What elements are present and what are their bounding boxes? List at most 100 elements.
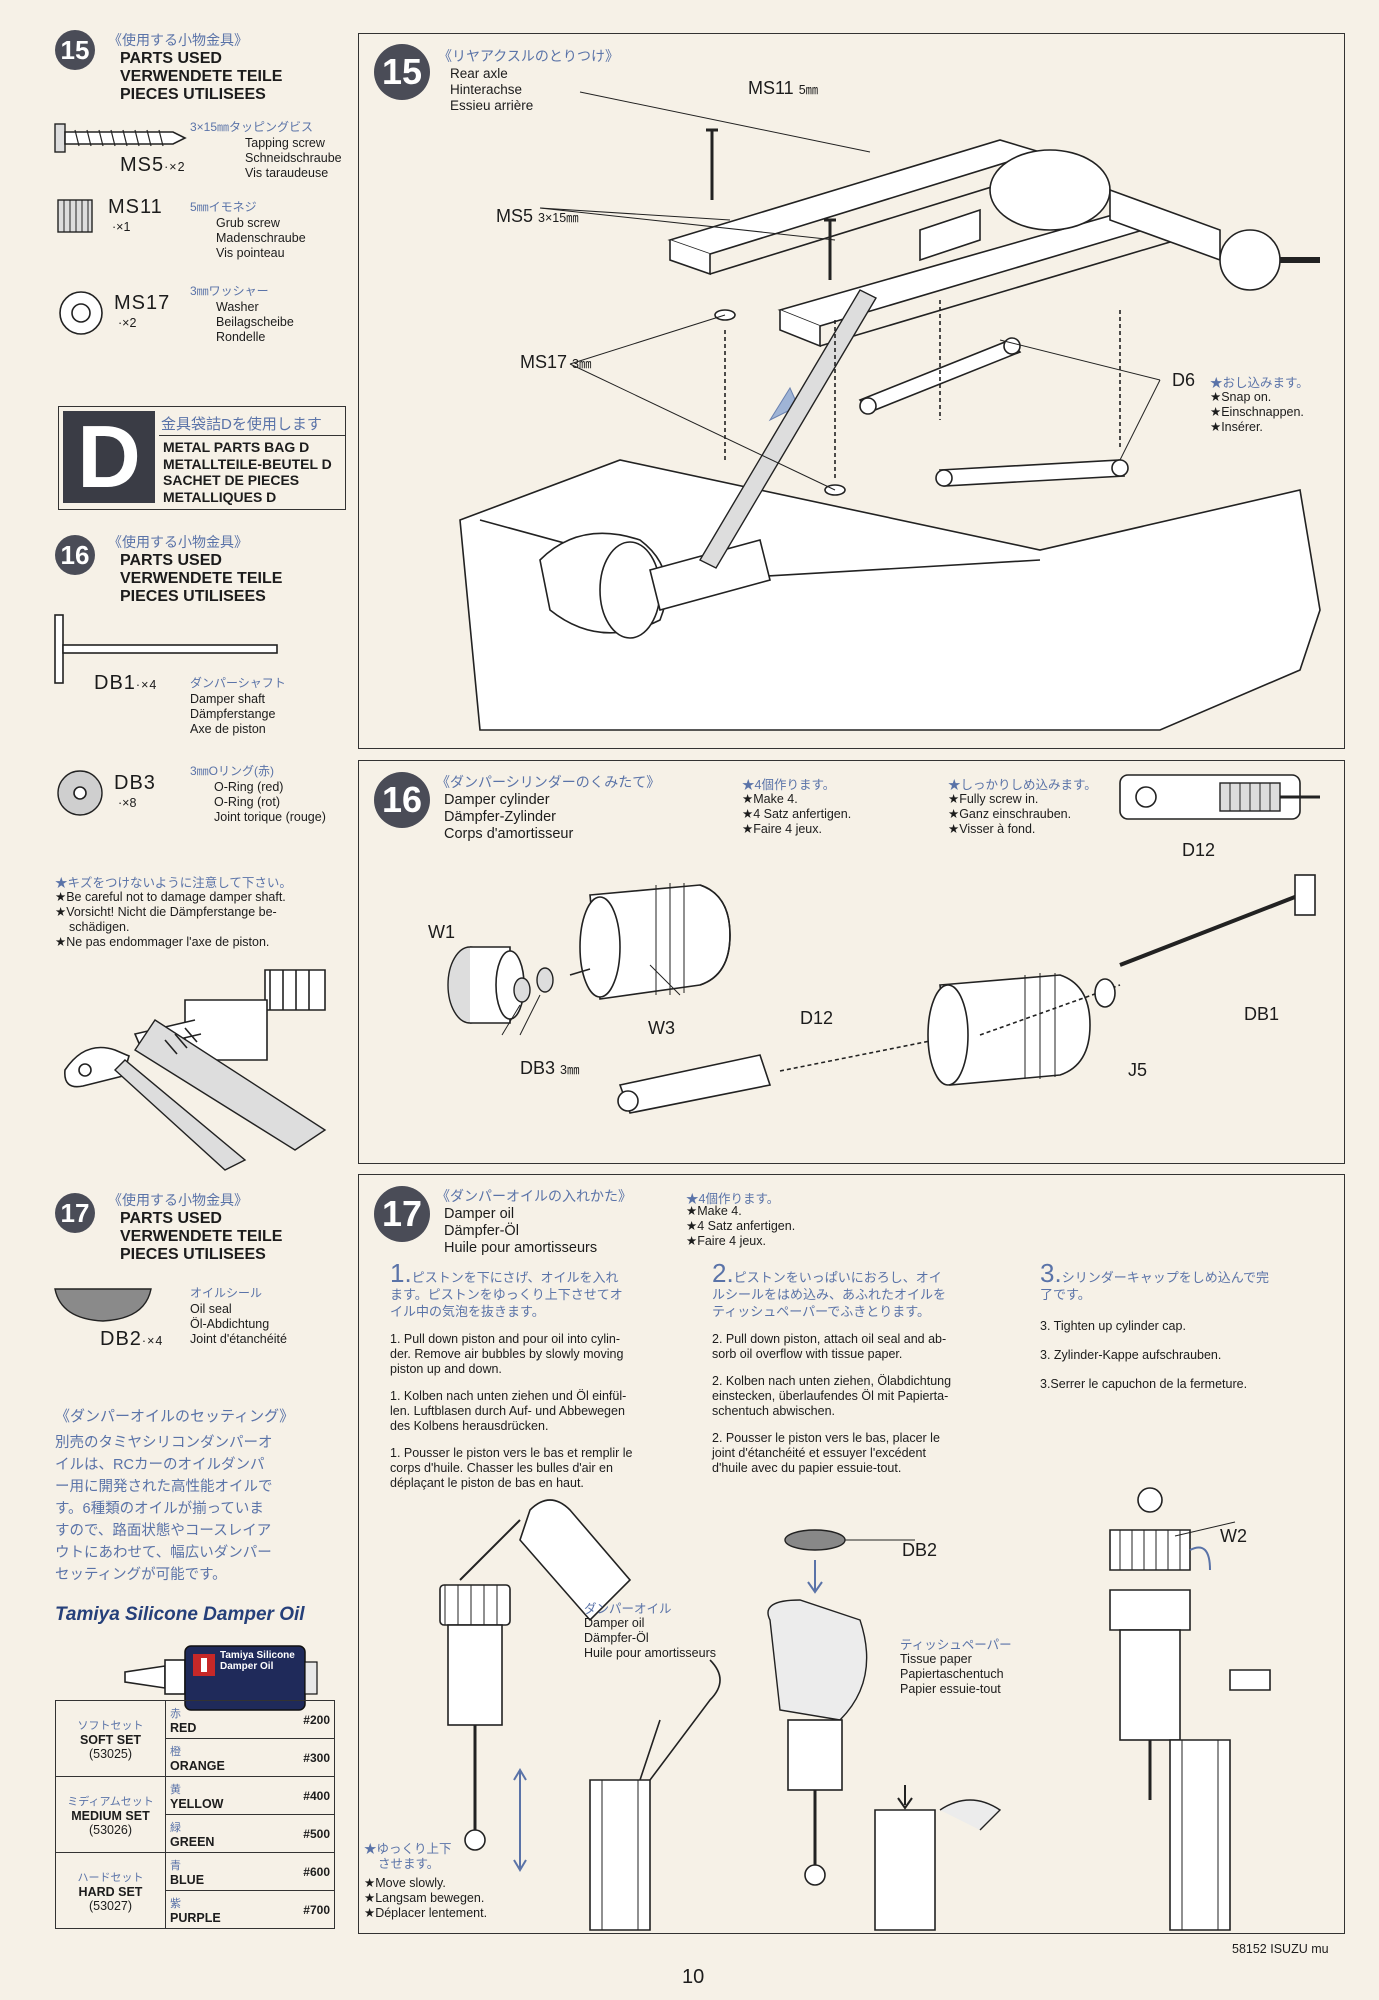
screw-ms5-icon [54, 123, 187, 153]
step-16-panel-badge: 16 [374, 772, 430, 828]
page-number: 10 [682, 1966, 705, 1988]
step-15-badge: 15 [55, 30, 95, 70]
ms11-size-jp: 5㎜イモネジ [190, 200, 257, 214]
db2-code: DB2·×4 [100, 1328, 164, 1350]
brand-logo: Tamiya Silicone Damper Oil [55, 1604, 305, 1625]
rear-axle-illustration [459, 91, 1321, 731]
snap-on-jp: ★おし込みます。 [1210, 376, 1309, 390]
w2-callout: W2 [1220, 1526, 1247, 1546]
w3-callout: W3 [648, 1018, 675, 1038]
shaft-note-jp: ★キズをつけないように注意して下さい。 [55, 876, 292, 890]
bottle-label: Tamiya Silicone Damper Oil [220, 1650, 295, 1672]
ms17-qty: ·×2 [118, 316, 137, 330]
ms11-qty: ·×1 [112, 220, 131, 234]
step-16-panel [358, 760, 1345, 1164]
w1-callout: W1 [428, 922, 455, 942]
db3-qty: ·×8 [118, 796, 137, 810]
oil-step-2: 2.ピストンをいっぱいにおろし、オイルシールをはめ込み、あふれたオイルをティッシ… [712, 1258, 952, 1475]
oil-setting-text: 別売のタミヤシリコンダンパーオイルは、RCカーのオイルダンパー用に開発された高性… [55, 1435, 273, 1583]
oil-viscosity-cell: #500 [245, 1814, 335, 1853]
step-15-panel [358, 33, 1345, 749]
damper-shaft-db1-icon [54, 614, 278, 684]
o-ring-db3-icon [57, 770, 103, 816]
db1-jp: ダンパーシャフト [190, 676, 286, 690]
ms5-callout: MS5 3×15㎜ [496, 206, 579, 226]
screw-in-jp: ★しっかりしめ込みます。 [948, 778, 1097, 792]
washer-ms17-icon [59, 291, 103, 335]
make4-jp: ★4個作ります。 [742, 778, 836, 792]
oil-viscosity-cell: #600 [245, 1852, 335, 1891]
db3-code: DB3 [114, 772, 156, 794]
db2-jp: オイルシール [190, 1286, 263, 1300]
db1-code: DB1·×4 [94, 672, 158, 694]
db3-callout: DB3 3㎜ [520, 1058, 580, 1078]
parts-used-16-jp: 《使用する小物金具》 [108, 534, 248, 550]
oil-viscosity-cell: #300 [245, 1738, 335, 1777]
oil-step-1: 1.ピストンを下にさげ、オイルを入れます。ピストンをゆっくり上下させてオイル中の… [390, 1258, 633, 1490]
step-15-panel-badge: 15 [374, 44, 430, 100]
ms5-size-jp: 3×15㎜タッピングビス [190, 120, 314, 134]
step-17-panel [358, 1174, 1345, 1934]
step-16-badge: 16 [55, 535, 95, 575]
ms17-size-jp: 3㎜ワッシャー [190, 284, 269, 298]
oil-viscosity-cell: #200 [245, 1700, 335, 1739]
j5-callout: J5 [1128, 1060, 1148, 1080]
oil-viscosity-cell: #700 [245, 1890, 335, 1929]
ms5-code: MS5·×2 [120, 154, 186, 176]
tissue-jp: ティッシュペーパー [900, 1638, 1012, 1652]
db1-callout: DB1 [1244, 1004, 1280, 1024]
ms11-code: MS11 [108, 196, 163, 218]
move-slowly-note: ★Move slowly.★Langsam bewegen.★Déplacer … [364, 1876, 488, 1920]
oil-bottle-illustration [124, 1645, 318, 1711]
move-slowly-jp: ★ゆっくり上下させます。 [364, 1842, 452, 1871]
oil-setting-title: 《ダンパーオイルのセッティング》 [55, 1408, 295, 1425]
bag-letter: D [63, 411, 155, 503]
snap-on-note: ★Snap on.★Einschnappen.★Insérer. [1210, 390, 1304, 434]
rear-axle-title-jp: 《リヤアクスルのとりつけ》 [438, 48, 620, 64]
damper-oil-title-jp: 《ダンパーオイルの入れかた》 [436, 1188, 632, 1204]
make4-17-note: ★Make 4.★4 Satz anfertigen.★Faire 4 jeux… [686, 1204, 796, 1248]
grub-screw-ms11-icon [57, 199, 93, 233]
oil-step-3: 3.シリンダーキャップをしめ込んで完了です。 3. Tighten up cyl… [1040, 1258, 1270, 1391]
make4-17-jp: ★4個作ります。 [686, 1192, 780, 1206]
bag-jp: 金具袋詰Dを使用します [161, 416, 322, 433]
parts-used-title-jp: 《使用する小物金具》 [108, 32, 248, 48]
shaft-note: ★Be careful not to damage damper shaft.★… [55, 890, 286, 949]
db3-jp: 3㎜Oリング(赤) [190, 764, 275, 778]
oil-seal-db2-icon [54, 1288, 152, 1322]
damper-cylinder-title-jp: 《ダンパーシリンダーのくみたて》 [436, 774, 661, 790]
db2-callout: DB2 [902, 1540, 938, 1560]
d12-callout-top: D12 [1182, 840, 1216, 860]
damper-cylinder-illustration [447, 774, 1320, 1114]
kit-code: 58152 ISUZU mu [1232, 1942, 1329, 1956]
ms11-callout: MS11 5㎜ [748, 78, 819, 98]
oil-viscosity-cell: #400 [245, 1776, 335, 1815]
screw-in-note: ★Fully screw in.★Ganz einschrauben.★Viss… [948, 792, 1072, 836]
